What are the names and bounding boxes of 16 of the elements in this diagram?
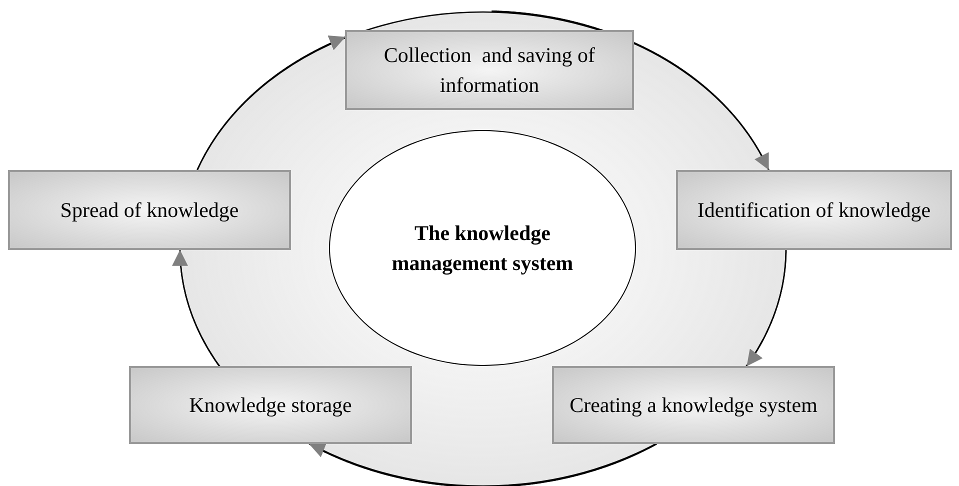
cycle-arrow: [492, 10, 770, 170]
step-label: Spread of knowledge: [60, 197, 239, 224]
step-label: Knowledge storage: [189, 392, 352, 419]
step-label: Creating a knowledge system: [570, 392, 818, 419]
process-box: [676, 170, 952, 250]
process-box: [345, 30, 634, 110]
process-box: [129, 366, 412, 444]
cycle-arrow: [172, 250, 220, 366]
process-box: [8, 170, 291, 250]
cycle-arrow: [196, 35, 346, 170]
process-box: [552, 366, 835, 444]
center-title: The knowledge management system: [390, 220, 574, 277]
step-label: Collection and saving of information: [382, 42, 596, 99]
cycle-arrow: [308, 442, 657, 486]
cycle-arrow: [746, 250, 787, 367]
step-label: Identification of knowledge: [697, 197, 931, 224]
